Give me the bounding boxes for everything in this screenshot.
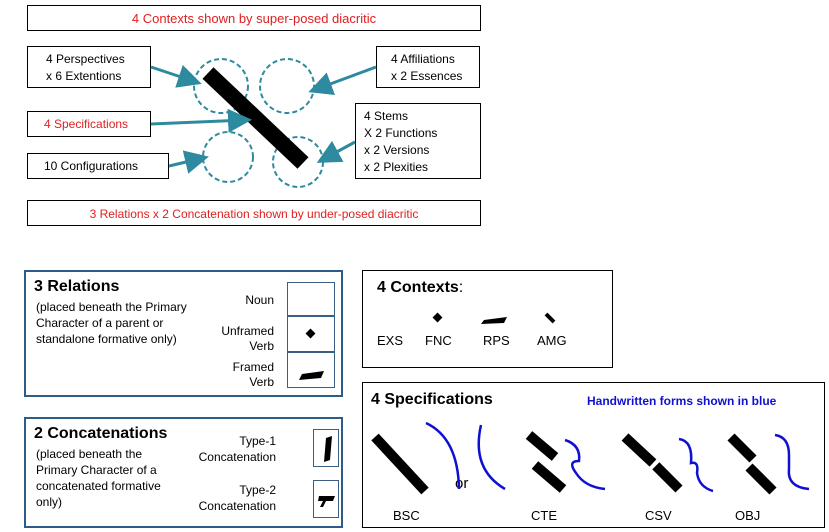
relation-framed-cell [287, 352, 335, 388]
concatenations-desc-2: Primary Character of a [36, 463, 157, 477]
concat-type2-diacritic [318, 496, 335, 507]
stems-line-2: X 2 Functions [364, 126, 438, 140]
specifications-panel: 4 Specifications Handwritten forms shown… [362, 382, 825, 528]
context-amg: AMG [537, 333, 567, 348]
relations-desc-2: Character of a parent or [36, 316, 164, 330]
spec-cte-glyph-lower [531, 461, 567, 493]
relations-title: 3 Relations [34, 278, 120, 295]
spec-cte-handwritten [564, 438, 606, 491]
relation-unframed-cell [287, 316, 335, 352]
relation-framed-label-1: Framed [232, 360, 274, 374]
perspectives-line-2: x 6 Extentions [46, 69, 122, 83]
concatenations-desc-1: (placed beneath the [36, 447, 143, 461]
relation-unframed-label-2: Verb [249, 339, 274, 353]
relations-desc-3: standalone formative only) [36, 332, 177, 346]
diacritic-slot-top-right [259, 58, 315, 114]
specifications-glyphs [371, 421, 810, 495]
concat-type2-cell [313, 480, 339, 518]
handwritten-note: Handwritten forms shown in blue [587, 394, 777, 408]
relation-framed-label-2: Verb [249, 375, 274, 389]
affiliations-line-1: 4 Affiliations [391, 52, 455, 66]
relation-unframed-label-1: Unframed [221, 324, 274, 338]
concat-type1-label-1: Type-1 [239, 434, 276, 448]
spec-csv-glyph-lower [649, 459, 683, 493]
configurations-text: 10 Configurations [44, 159, 139, 173]
context-fnc-diacritic [432, 312, 443, 323]
context-amg-diacritic [544, 312, 556, 324]
top-banner: 4 Contexts shown by super-posed diacriti… [27, 5, 481, 31]
bottom-banner-text: 3 Relations x 2 Concatenation shown by u… [89, 207, 419, 221]
relations-panel: 3 Relations (placed beneath the Primary … [24, 270, 343, 397]
perspectives-box: 4 Perspectives x 6 Extentions [27, 46, 151, 88]
spec-bsc-glyph [371, 433, 429, 495]
context-fnc: FNC [425, 333, 452, 348]
configurations-box: 10 Configurations [27, 153, 169, 179]
contexts-panel: 4 Contexts: EXS FNC RPS AMG [362, 270, 613, 368]
spec-cte-glyph-upper [525, 431, 559, 461]
relation-noun-label: Noun [245, 293, 274, 307]
concatenations-desc-4: only) [36, 495, 63, 509]
contexts-title-text: 4 Contexts [377, 279, 459, 296]
arrow-specifications [150, 108, 252, 133]
concat-type2-label-1: Type-2 [239, 483, 276, 497]
concat-type1-label-2: Concatenation [198, 450, 276, 464]
spec-obj-handwritten [774, 433, 810, 491]
spec-bsc-label: BSC [393, 508, 420, 523]
spec-obj-glyph-upper [727, 433, 757, 463]
relations-desc-1: (placed beneath the Primary [36, 300, 187, 314]
concat-type2-label-2: Concatenation [198, 499, 276, 513]
relation-framed-diacritic [299, 371, 324, 380]
diacritic-slot-bottom-left [202, 131, 254, 183]
spec-csv-label: CSV [645, 508, 672, 523]
arrow-affiliations [308, 65, 377, 95]
concatenations-desc-3: concatenated formative [36, 479, 161, 493]
context-rps-diacritic [481, 317, 507, 324]
context-exs: EXS [377, 333, 404, 348]
specifications-text: 4 Specifications [44, 117, 129, 131]
spec-bsc-handwritten [425, 421, 461, 490]
relation-unframed-diacritic [305, 328, 316, 339]
bottom-banner: 3 Relations x 2 Concatenation shown by u… [27, 200, 481, 226]
stems-line-4: x 2 Plexities [364, 160, 429, 174]
affiliations-box: 4 Affiliations x 2 Essences [376, 46, 480, 88]
stems-box: 4 Stems X 2 Functions x 2 Versions x 2 P… [355, 103, 481, 179]
perspectives-line-1: 4 Perspectives [46, 52, 125, 66]
spec-cte-label: CTE [531, 508, 557, 523]
arrow-perspectives [150, 64, 202, 88]
spec-obj-label: OBJ [735, 508, 761, 523]
affiliations-line-2: x 2 Essences [391, 69, 463, 83]
spec-csv-glyph-upper [621, 433, 657, 467]
stems-line-1: 4 Stems [364, 109, 409, 123]
concatenations-title: 2 Concatenations [34, 425, 168, 442]
contexts-title-colon: : [458, 279, 464, 296]
spec-csv-handwritten [678, 437, 714, 493]
concat-type1-cell [313, 429, 339, 467]
arrow-configurations [168, 150, 209, 174]
relation-noun-cell [287, 282, 335, 316]
spec-bsc-handwritten-alt [477, 424, 506, 491]
context-rps: RPS [483, 333, 510, 348]
arrow-stems [316, 140, 356, 163]
primary-character-stroke [202, 67, 309, 169]
stems-line-3: x 2 Versions [364, 143, 430, 157]
spec-obj-glyph-lower [745, 463, 777, 495]
specifications-box: 4 Specifications [27, 111, 151, 137]
concat-type1-diacritic [324, 436, 332, 462]
contexts-title: 4 Contexts: [377, 279, 463, 297]
top-banner-text: 4 Contexts shown by super-posed diacriti… [131, 11, 377, 26]
specifications-panel-title: 4 Specifications [371, 391, 493, 408]
contexts-diacritics [432, 312, 556, 324]
concatenations-panel: 2 Concatenations (placed beneath the Pri… [24, 417, 343, 528]
